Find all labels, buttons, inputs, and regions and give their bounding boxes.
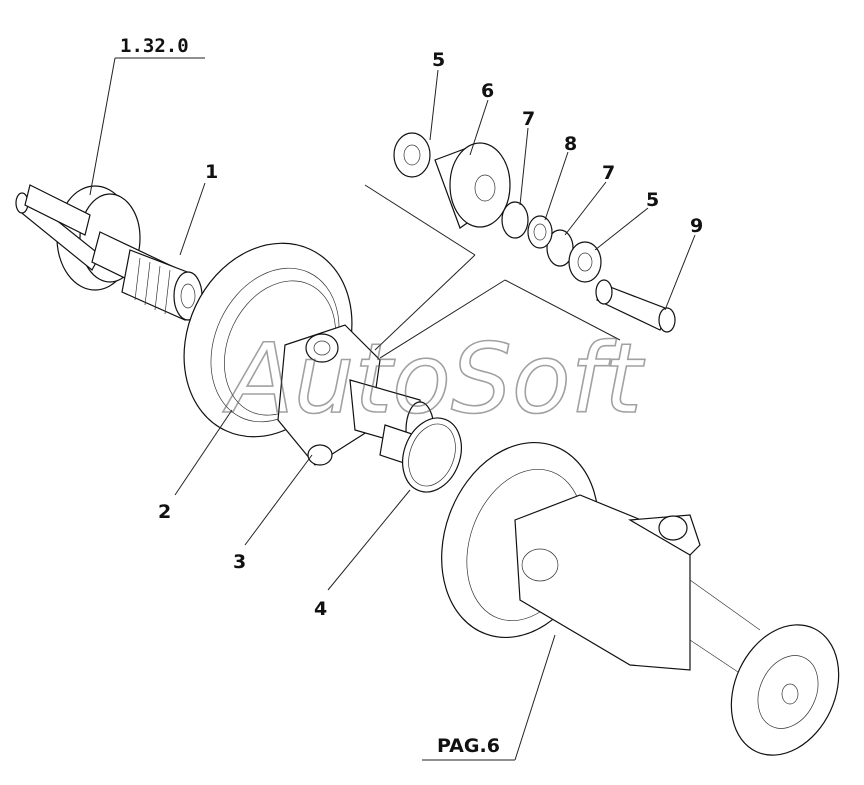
part-5-washer-bottom xyxy=(568,241,602,283)
callout-3: 3 xyxy=(233,551,246,573)
ref-label-top: 1.32.0 xyxy=(120,35,189,57)
part-5-washer-top xyxy=(393,132,431,178)
ref-label-bottom: PAG.6 xyxy=(437,735,500,757)
callout-5-top: 5 xyxy=(432,49,445,71)
callout-8: 8 xyxy=(564,133,577,155)
part-1-shaft-assembly xyxy=(15,184,203,321)
part-4-snap-ring xyxy=(402,417,462,493)
callout-4: 4 xyxy=(314,598,327,620)
part-3-planet-carrier xyxy=(277,324,435,466)
callout-9: 9 xyxy=(690,215,703,237)
part-6-planet-gear xyxy=(434,142,511,229)
callout-7-lower: 7 xyxy=(602,162,615,184)
axle-housing xyxy=(441,441,840,756)
callout-5-bottom: 5 xyxy=(646,189,659,211)
callout-6: 6 xyxy=(481,80,494,102)
leader-lines xyxy=(89,57,696,761)
callout-1: 1 xyxy=(205,161,218,183)
callout-7-upper: 7 xyxy=(522,108,535,130)
callout-2: 2 xyxy=(158,501,171,523)
watermark-text: AutoSoft xyxy=(222,323,645,435)
part-8-spacer xyxy=(527,215,553,249)
part-7-needle-bearing xyxy=(501,201,574,267)
part-9-pin xyxy=(595,279,676,333)
